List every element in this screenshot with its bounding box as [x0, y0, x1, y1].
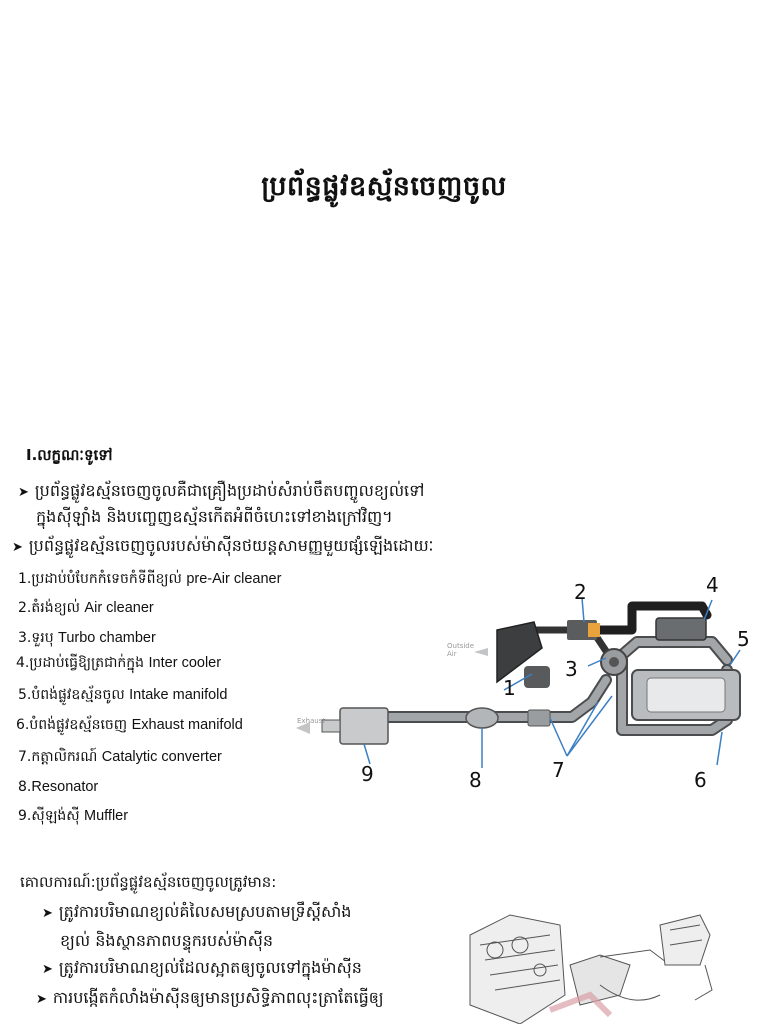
- component-item: 3.ទួរបុ Turbo chamber: [18, 629, 156, 647]
- bullet-item: ➤ ប្រព័ន្ធផ្លូវឧស្ម័នចេញចូលគឺជាគ្រឿងប្រដា…: [18, 478, 424, 505]
- component-item: 9.ស៊ីឡង់ស៊ី Muffler: [18, 807, 128, 825]
- air-cleaner-box-shape: [655, 617, 707, 641]
- callout-number: 3: [565, 657, 578, 681]
- component-en: Catalytic converter: [101, 749, 222, 765]
- muffler-shape: [339, 707, 389, 745]
- purpose-text: ត្រូវការបរិមាណខ្យល់គំលៃសមស្របតាមទ្រឹស្តី…: [58, 902, 352, 921]
- component-kh: 5.បំពង់ផ្លូវឧស្ម័នចូល: [18, 687, 125, 703]
- callout-number: 4: [706, 573, 719, 597]
- callout-number: 2: [574, 580, 587, 604]
- outside-air-label: Outside Air: [447, 642, 475, 658]
- component-en: pre-Air cleaner: [186, 571, 282, 587]
- exhaust-label: Exhaust: [297, 717, 326, 725]
- component-en: Turbo chamber: [58, 630, 156, 646]
- component-kh: 6.បំពង់ផ្លូវឧស្ម័នចេញ: [16, 717, 128, 733]
- purpose-text: ត្រូវការបរិមាណខ្យល់ដែលស្អាតឲ្យចូលទៅក្នុង…: [58, 958, 362, 977]
- component-item: 4.ប្រដាប់ធ្វើឱ្យត្រជាក់ក្នុង Inter coole…: [16, 654, 221, 672]
- component-en: Exhaust manifold: [131, 717, 243, 733]
- callout-number: 9: [361, 762, 374, 786]
- component-kh: 4.ប្រដាប់ធ្វើឱ្យត្រជាក់ក្នុង: [16, 655, 145, 671]
- callout-number: 1: [503, 676, 516, 700]
- component-item: 6.បំពង់ផ្លូវឧស្ម័នចេញ Exhaust manifold: [16, 716, 243, 734]
- purpose-item: ➤ ត្រូវការបរិមាណខ្យល់ដែលស្អាតឲ្យចូលទៅក្នុ…: [42, 955, 362, 983]
- purpose-item: ➤ ត្រូវការបរិមាណខ្យល់គំលៃសមស្របតាមទ្រឹស្ត…: [42, 899, 351, 927]
- callout-number: 5: [737, 627, 750, 651]
- arrow-bullet-icon: ➤: [42, 906, 53, 921]
- bullet-text: ប្រព័ន្ធផ្លូវឧស្ម័នចេញចូលរបស់ម៉ាស៊ីនថយន្…: [28, 536, 434, 555]
- component-kh: 3.ទួរបុ: [18, 630, 54, 646]
- page-title: ប្រព័ន្ធផ្លូវឧស្ម័នចេញចូល: [261, 171, 507, 202]
- catalytic-converter-shape: [527, 709, 551, 727]
- component-kh: 9.ស៊ីឡង់ស៊ី: [18, 808, 80, 824]
- arrow-bullet-icon: ➤: [42, 962, 53, 977]
- component-en: Muffler: [84, 808, 129, 824]
- callout-number: 6: [694, 768, 707, 792]
- purpose-heading: គោលការណ៍:ប្រព័ន្ធផ្លូវឧស្ម័នចេញចូលត្រូវម…: [20, 873, 277, 891]
- component-en: Air cleaner: [84, 600, 154, 616]
- resonator-shape: [465, 707, 499, 729]
- component-kh: 7.កត្តាលិករណ៍: [18, 749, 98, 765]
- arrow-bullet-icon: ➤: [18, 485, 29, 500]
- component-kh: 8.: [18, 779, 32, 795]
- component-item: 8.Resonator: [18, 778, 98, 796]
- component-en: Inter cooler: [148, 655, 222, 671]
- intake-exhaust-diagram: [296, 597, 741, 768]
- component-en: Intake manifold: [129, 687, 228, 703]
- section-heading: I.លក្ខណៈទូទៅ: [26, 446, 113, 464]
- bullet-item: ➤ ប្រព័ន្ធផ្លូវឧស្ម័នចេញចូលរបស់ម៉ាស៊ីនថយន…: [12, 533, 434, 560]
- arrow-bullet-icon: ➤: [36, 992, 47, 1007]
- component-item: 1.ប្រដាប់បំបែកកំទេចកំទីពីខ្យល់ pre-Air c…: [18, 570, 281, 588]
- purpose-text: ការបង្កើតកំលាំងម៉ាស៊ីនឲ្យមានប្រសិទ្ធិភាព…: [52, 988, 384, 1007]
- bullet-text: ប្រព័ន្ធផ្លូវឧស្ម័នចេញចូលគឺជាគ្រឿងប្រដាប…: [34, 481, 425, 500]
- purpose-item: ➤ ការបង្កើតកំលាំងម៉ាស៊ីនឲ្យមានប្រសិទ្ធិភា…: [36, 985, 384, 1013]
- callout-number: 7: [552, 758, 565, 782]
- arrow-bullet-icon: ➤: [12, 540, 23, 555]
- component-item: 2.តំរង់ខ្យល់ Air cleaner: [18, 599, 154, 617]
- engine-illustration: [469, 914, 713, 1024]
- bullet-continuation: ក្នុងស៊ីឡាំង និងបញ្ចេញឧស្ម័នកើតអំពីចំហេះ…: [36, 507, 393, 526]
- purpose-continuation: ខ្យល់ និងស្ថានភាពបន្ទុករបស់ម៉ាស៊ីន: [60, 931, 273, 950]
- component-en: Resonator: [31, 779, 99, 795]
- component-item: 7.កត្តាលិករណ៍ Catalytic converter: [18, 748, 222, 766]
- callout-number: 8: [469, 768, 482, 792]
- pre-air-cleaner-shape: [496, 621, 543, 684]
- component-item: 5.បំពង់ផ្លូវឧស្ម័នចូល Intake manifold: [18, 686, 227, 704]
- component-kh: 2.តំរង់ខ្យល់: [18, 600, 80, 616]
- component-kh: 1.ប្រដាប់បំបែកកំទេចកំទីពីខ្យល់: [18, 571, 182, 587]
